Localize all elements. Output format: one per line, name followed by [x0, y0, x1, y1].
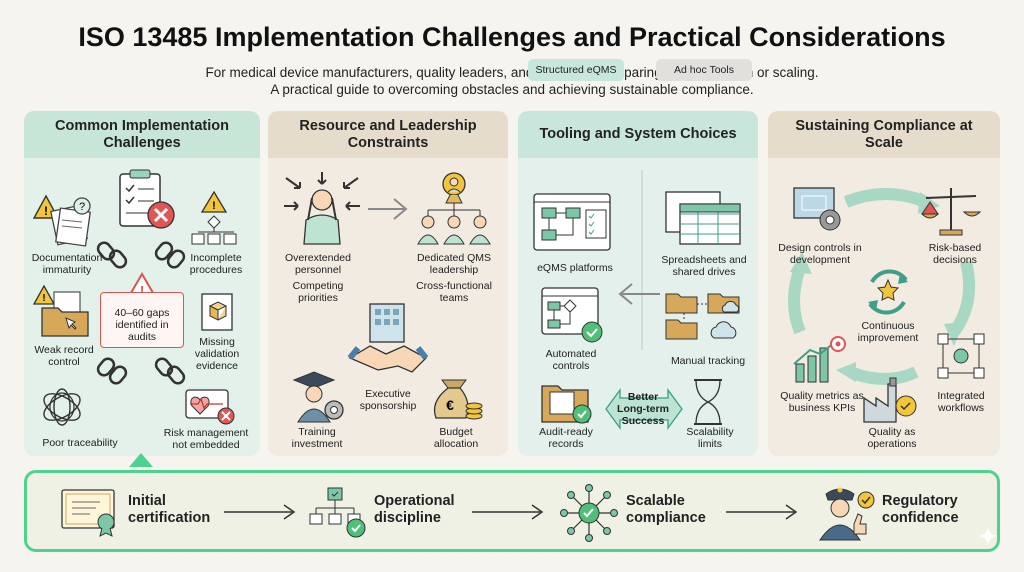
risk-heart-monitor-icon	[185, 389, 235, 425]
broken-chain-icon	[96, 241, 128, 269]
graduate-gear-icon	[292, 371, 344, 423]
dedicated-qms-label: Dedicated QMS leadership	[416, 252, 492, 276]
svg-text:€: €	[446, 397, 454, 413]
broken-chain-icon	[154, 357, 186, 385]
svg-text:!: !	[140, 283, 144, 298]
budget-allocation-label: Budget allocation	[433, 426, 479, 450]
design-blueprint-icon	[793, 187, 841, 231]
risk-based-label: Risk-based decisions	[928, 242, 982, 266]
svg-text:!: !	[212, 200, 216, 212]
sustaining-panel-title: Sustaining Compliance at Scale	[768, 111, 1000, 158]
arrow-right-icon	[368, 198, 408, 220]
tangled-thread-icon	[43, 388, 81, 426]
automated-controls-label: Automated controls	[545, 348, 597, 372]
journey-step-3: Scalable compliance	[626, 493, 706, 526]
journey-step-2: Operational discipline	[374, 493, 455, 526]
risk-scale-icon	[920, 188, 982, 236]
challenges-panel-title: Common Implementation Challenges	[24, 111, 260, 158]
tooling-panel-title: Tooling and System Choices	[518, 111, 758, 158]
audit-gaps-callout: 40–60 gaps identified in audits	[100, 292, 184, 348]
clipboard-x-icon	[119, 169, 175, 229]
cross-functional-label: Cross-functional teams	[416, 280, 492, 304]
audit-folder-icon	[541, 385, 592, 424]
process-warning-icon: !	[191, 190, 237, 245]
training-investment-label: Training investment	[291, 426, 343, 450]
certificate-icon	[61, 489, 115, 537]
scalability-limits-label: Scalability limits	[686, 426, 734, 450]
integrated-workflows-label: Integrated workflows	[937, 390, 985, 414]
journey-step-4: Regulatory confidence	[882, 493, 959, 526]
broken-chain-icon	[96, 357, 128, 385]
documents-warning-icon: ! ?	[32, 194, 91, 247]
double-arrow-icon	[605, 388, 683, 430]
audit-ready-label: Audit-ready records	[539, 426, 593, 450]
building-handshake-icon	[347, 303, 429, 373]
spreadsheets-icon	[665, 191, 741, 245]
money-bag-icon: €	[433, 379, 483, 420]
page-subtitle: For medical device manufacturers, qualit…	[0, 64, 1024, 98]
manual-tracking-label: Manual tracking	[670, 355, 746, 367]
factory-badge-icon	[863, 377, 917, 423]
workflow-check-icon	[309, 487, 366, 538]
eqms-platforms-label: eQMS platforms	[537, 262, 613, 274]
validation-document-icon	[201, 293, 233, 331]
svg-text:!: !	[44, 204, 48, 218]
competing-priorities-label: Competing priorities	[292, 280, 344, 304]
continuous-improvement-label: Continuous improvement	[857, 320, 919, 344]
better-success-label: Better Long-term Success	[617, 391, 669, 427]
missing-validation-label: Missing validation evidence	[194, 336, 240, 372]
record-folder-icon: !	[32, 284, 89, 337]
leadership-team-icon	[417, 172, 491, 245]
incomplete-procedures-label: Incomplete procedures	[189, 252, 243, 276]
risk-management-label: Risk management not embedded	[163, 427, 249, 451]
automated-flow-icon	[541, 287, 603, 343]
arrow-right-icon	[224, 504, 296, 520]
svg-text:?: ?	[79, 201, 85, 213]
folders-cloud-icon	[665, 293, 740, 340]
quality-operations-label: Quality as operations	[867, 426, 917, 450]
network-check-icon	[560, 484, 618, 542]
subtitle-line-2: A practical guide to overcoming obstacle…	[270, 82, 754, 97]
weak-record-control-label: Weak record control	[34, 344, 94, 368]
executive-sponsorship-label: Executive sponsorship	[359, 388, 417, 412]
journey-step-1: Initial certification	[128, 493, 211, 526]
page-title: ISO 13485 Implementation Challenges and …	[78, 22, 946, 52]
journey-pointer	[129, 453, 153, 467]
eqms-window-icon	[533, 193, 611, 251]
svg-text:!: !	[42, 293, 45, 304]
challenges-panel: Common Implementation Challenges	[24, 111, 260, 456]
overextended-personnel-label: Overextended personnel	[285, 252, 351, 276]
resources-panel-title: Resource and Leadership Constraints	[268, 111, 508, 158]
regulator-officer-icon	[819, 487, 875, 541]
arrow-left-icon	[618, 283, 660, 305]
sustaining-panel: Sustaining Compliance at Scale	[768, 111, 1000, 456]
continuous-improvement-icon	[868, 269, 908, 315]
quality-metrics-label: Quality metrics as business KPIs	[780, 390, 864, 414]
metrics-chart-icon	[793, 336, 846, 383]
adhoc-tools-tab: Ad hoc Tools	[656, 59, 752, 81]
sparkle-icon	[978, 526, 998, 546]
spreadsheets-label: Spreadsheets and shared drives	[661, 254, 747, 278]
structured-eqms-tab: Structured eQMS	[528, 59, 624, 81]
poor-traceability-label: Poor traceability	[42, 437, 118, 449]
improvement-cycle-arrows	[788, 188, 976, 385]
broken-chain-icon	[154, 241, 186, 269]
overwhelmed-person-icon	[284, 172, 360, 245]
arrow-right-icon	[726, 504, 798, 520]
arrow-right-icon	[472, 504, 544, 520]
design-controls-label: Design controls in development	[778, 242, 862, 266]
integrated-workflow-icon	[937, 333, 985, 379]
divider-line	[641, 170, 643, 350]
subtitle-line-1: For medical device manufacturers, qualit…	[205, 65, 819, 80]
hourglass-icon	[694, 379, 722, 425]
documentation-immaturity-label: Documentation immaturity	[31, 252, 103, 276]
